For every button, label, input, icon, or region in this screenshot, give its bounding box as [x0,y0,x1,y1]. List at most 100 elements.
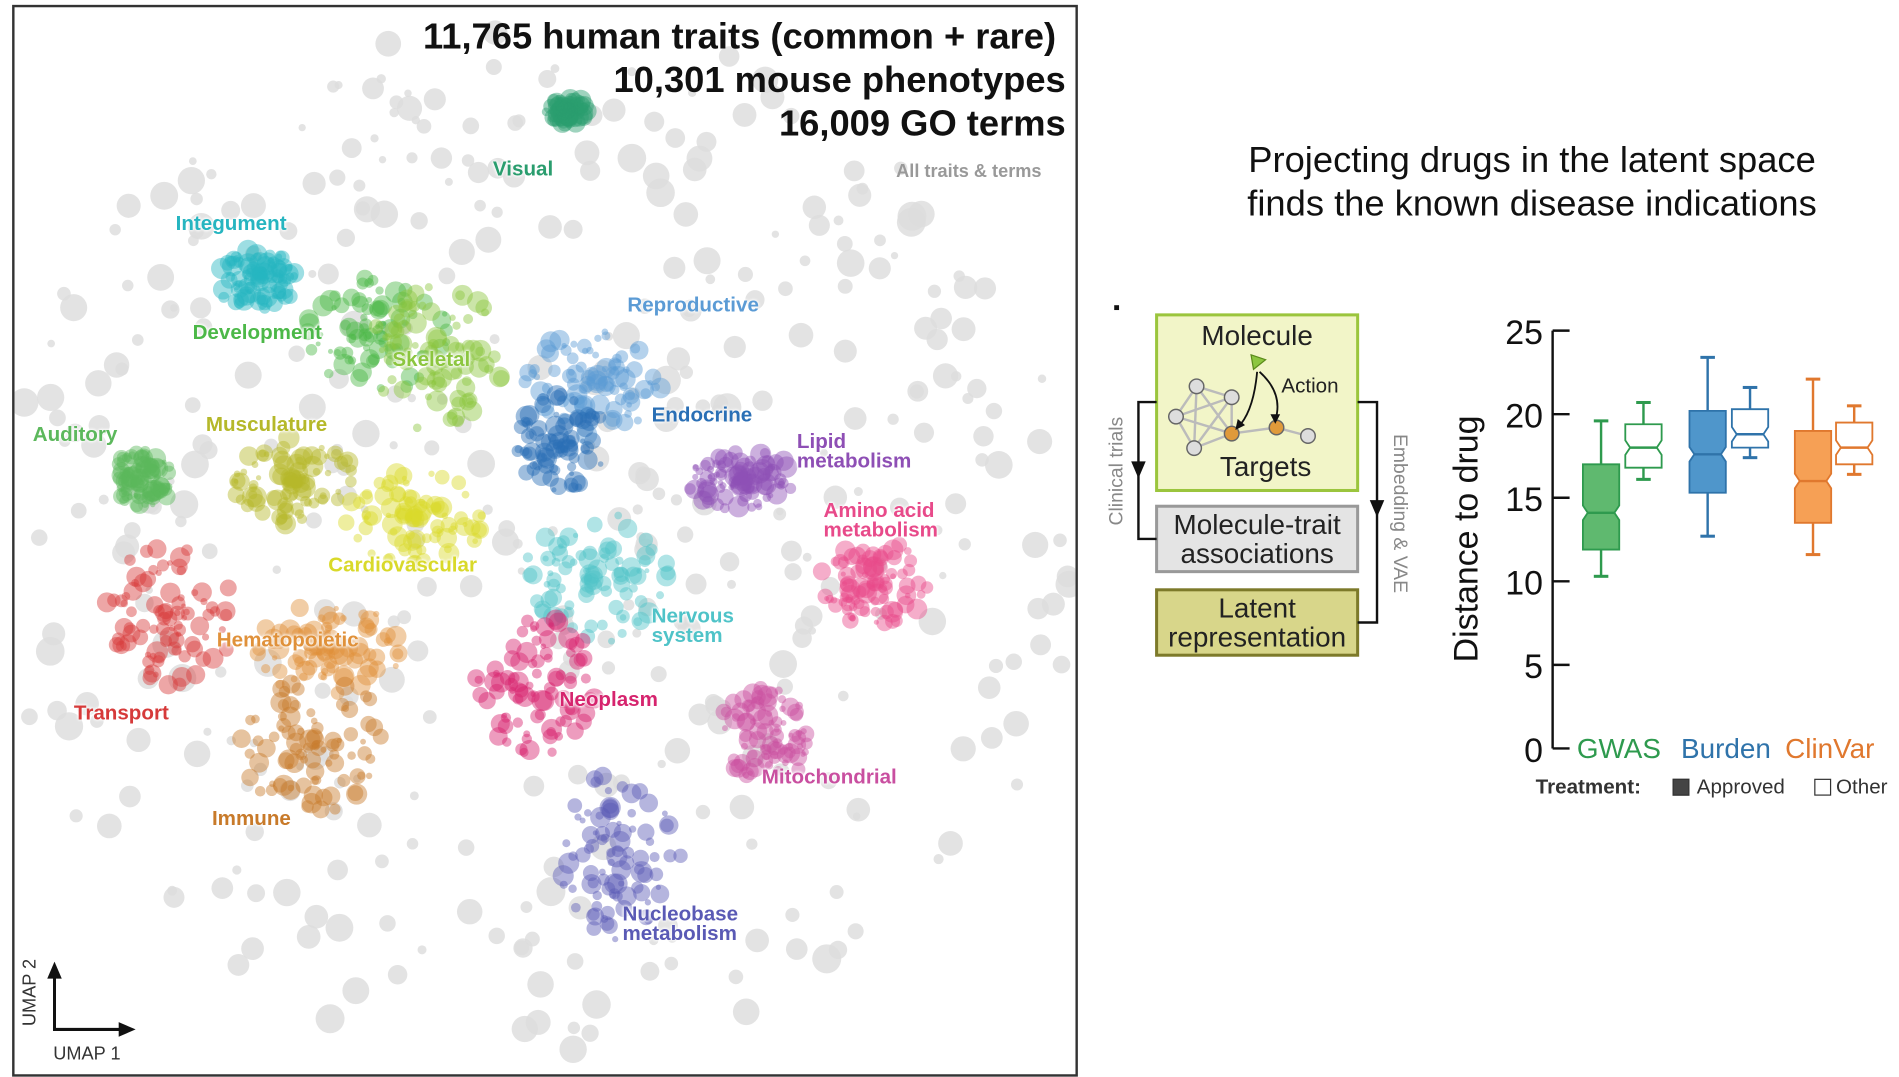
background-point [397,610,412,625]
background-point [247,884,266,903]
cluster-point-musculature [308,497,320,509]
cluster-point-lipid-metabolism [757,467,771,482]
cluster-point-immune [360,738,366,745]
cluster-point-development [350,368,369,387]
cluster-point-development [358,323,370,334]
cluster-point-endocrine [532,460,543,471]
cluster-point-hematopoietic [323,629,331,637]
cluster-point-auditory [128,451,137,460]
background-point [582,990,611,1019]
cluster-point-mitochondrial [771,716,783,728]
cluster-point-visual [555,117,565,127]
cluster-point-skeletal [402,347,413,358]
cluster-point-auditory [121,466,143,488]
cluster-point-integument [277,273,292,287]
cluster-point-nervous-system [583,567,590,574]
cluster-point-auditory [123,472,129,478]
background-point [594,772,619,798]
cluster-point-cardiovascular [374,486,394,506]
cluster-point-hematopoietic [360,610,380,630]
cluster-point-musculature [251,461,259,468]
cluster-point-transport [124,554,136,566]
cluster-point-neoplasm [555,716,566,727]
background-point [183,740,211,768]
cluster-point-reproductive [561,342,567,349]
cluster-point-musculature [345,464,357,477]
cluster-point-cardiovascular [406,529,426,549]
cluster-point-auditory [143,463,160,480]
cluster-point-transport [142,670,158,686]
cluster-point-endocrine [531,465,553,487]
cluster-point-cardiovascular [396,507,413,524]
background-point [296,762,305,771]
background-point [353,179,366,192]
cluster-point-hematopoietic [363,648,377,662]
cluster-point-integument [256,256,276,276]
cluster-point-lipid-metabolism [749,462,771,484]
cluster-point-skeletal [437,354,450,367]
cluster-point-cardiovascular [380,497,402,519]
cluster-point-nucleobase-metabolism [660,818,674,833]
background-point [547,526,558,537]
cluster-point-cardiovascular [428,470,435,477]
cluster-point-cardiovascular [386,463,408,485]
cluster-point-reproductive [592,351,600,359]
cluster-point-transport [218,626,226,634]
background-point [342,977,370,1005]
cluster-point-endocrine [576,419,594,438]
cluster-point-skeletal [469,339,492,362]
background-point [184,397,201,413]
cluster-point-musculature [277,502,294,520]
cluster-point-development [299,323,317,341]
cluster-point-nervous-system [543,580,551,588]
cluster-point-integument [261,272,268,279]
cluster-point-auditory [147,490,160,503]
cluster-point-nucleobase-metabolism [584,809,592,817]
cluster-point-nervous-system [584,577,603,596]
cluster-point-musculature [312,467,321,476]
cluster-point-transport [156,559,170,572]
cluster-point-hematopoietic [333,645,355,667]
cluster-point-nervous-system [638,532,654,548]
cluster-point-amino-acid-metabolism [898,577,916,595]
cluster-point-neoplasm [580,673,591,684]
cluster-point-immune [289,742,303,756]
background-point [670,494,683,506]
cluster-point-transport [218,642,234,657]
cluster-point-visual [556,102,578,124]
cluster-point-visual [570,107,589,127]
background-point [856,182,869,195]
cluster-point-endocrine [569,396,579,406]
cluster-point-lipid-metabolism [732,470,754,492]
cluster-point-auditory [130,499,144,513]
cluster-point-auditory [139,458,161,479]
cluster-point-nervous-system [530,594,544,609]
cluster-point-skeletal [395,352,407,364]
cluster-point-nervous-system [563,606,575,618]
cluster-point-nervous-system [596,619,608,631]
cluster-point-nervous-system [575,549,587,561]
cluster-point-musculature [247,493,266,512]
cluster-point-hematopoietic [272,663,288,679]
background-point [360,505,369,514]
cluster-point-amino-acid-metabolism [850,595,861,605]
cluster-point-endocrine [552,452,559,458]
background-point [170,490,199,519]
cluster-point-neoplasm [472,686,489,703]
cluster-point-musculature [296,514,307,525]
cluster-point-hematopoietic [357,665,378,686]
background-point [973,277,997,300]
background-point [168,664,197,693]
cluster-point-transport [171,596,186,611]
cluster-point-nervous-system [613,566,629,583]
cluster-point-transport [122,624,141,643]
cluster-point-immune [362,692,378,707]
cluster-label-visual: Visual [492,157,554,181]
cluster-point-skeletal [449,389,467,408]
cluster-point-development [350,333,357,340]
cluster-point-mitochondrial [731,702,750,722]
cluster-point-auditory [129,476,145,492]
background-point [146,498,162,515]
cluster-point-lipid-metabolism [741,461,760,480]
cluster-point-integument [255,272,263,280]
